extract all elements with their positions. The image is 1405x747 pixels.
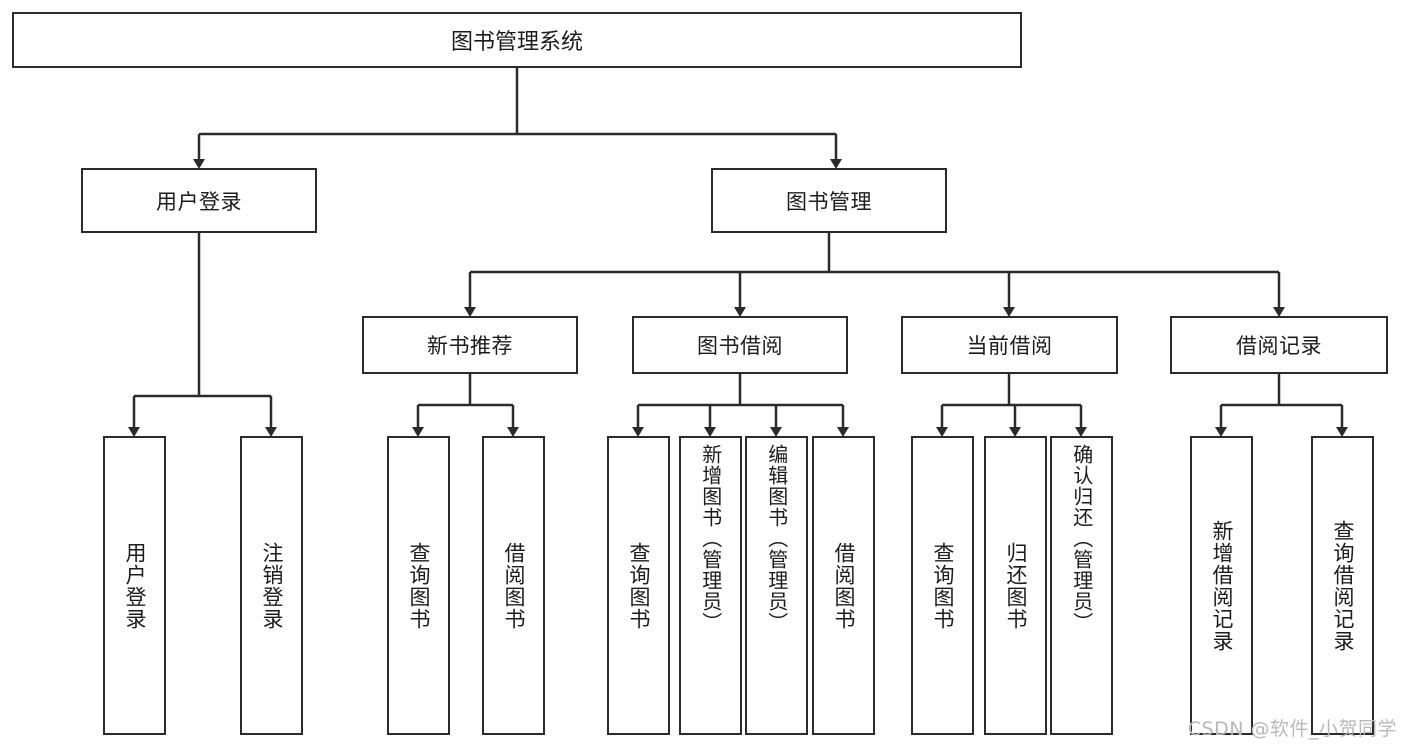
- leaf-query-book-borrow[interactable]: 查询图书: [607, 436, 670, 735]
- node-root[interactable]: 图书管理系统: [12, 12, 1022, 68]
- node-current-borrow[interactable]: 当前借阅: [901, 316, 1118, 374]
- node-root-label: 图书管理系统: [450, 30, 583, 55]
- leaf-edit-book-admin[interactable]: 编辑图书（管理员）: [745, 436, 808, 735]
- node-current-borrow-label: 当前借阅: [966, 334, 1053, 358]
- node-user-login[interactable]: 用户登录: [81, 168, 317, 233]
- leaf-confirm-return-admin-label: 确认归还（管理员）: [1069, 444, 1094, 633]
- leaf-confirm-return-admin[interactable]: 确认归还（管理员）: [1050, 436, 1113, 735]
- leaf-lend-book-label: 借阅图书: [831, 541, 856, 630]
- leaf-borrow-book-newbook-label: 借阅图书: [501, 541, 526, 630]
- node-new-book-recommend-label: 新书推荐: [427, 334, 513, 358]
- leaf-add-book-admin-label: 新增图书（管理员）: [698, 444, 723, 633]
- leaf-add-borrow-record[interactable]: 新增借阅记录: [1190, 436, 1253, 735]
- leaf-query-book-borrow-label: 查询图书: [626, 541, 651, 630]
- node-borrow-record-label: 借阅记录: [1236, 334, 1322, 358]
- leaf-add-borrow-record-label: 新增借阅记录: [1209, 519, 1234, 652]
- leaf-query-book-newbook-label: 查询图书: [406, 541, 431, 630]
- leaf-logout-label: 注销登录: [259, 541, 284, 630]
- leaf-edit-book-admin-label: 编辑图书（管理员）: [764, 444, 789, 633]
- leaf-query-book-current-label: 查询图书: [930, 541, 955, 630]
- leaf-query-book-newbook[interactable]: 查询图书: [387, 436, 450, 735]
- leaf-query-borrow-record-label: 查询借阅记录: [1330, 519, 1355, 652]
- node-book-management[interactable]: 图书管理: [711, 168, 947, 233]
- leaf-lend-book[interactable]: 借阅图书: [812, 436, 875, 735]
- leaf-borrow-book-newbook[interactable]: 借阅图书: [482, 436, 545, 735]
- node-book-borrow-label: 图书借阅: [697, 334, 783, 358]
- leaf-add-book-admin[interactable]: 新增图书（管理员）: [679, 436, 742, 735]
- leaf-user-login-label: 用户登录: [122, 541, 147, 630]
- node-book-borrow[interactable]: 图书借阅: [632, 316, 848, 374]
- leaf-logout[interactable]: 注销登录: [240, 436, 303, 735]
- leaf-user-login[interactable]: 用户登录: [103, 436, 166, 735]
- node-user-login-label: 用户登录: [156, 189, 242, 214]
- leaf-return-book-label: 归还图书: [1003, 541, 1028, 630]
- node-new-book-recommend[interactable]: 新书推荐: [362, 316, 578, 374]
- watermark: CSDN @软件_小贺同学: [1187, 718, 1397, 740]
- node-book-management-label: 图书管理: [786, 189, 872, 214]
- leaf-query-book-current[interactable]: 查询图书: [911, 436, 974, 735]
- node-borrow-record[interactable]: 借阅记录: [1170, 316, 1388, 374]
- leaf-query-borrow-record[interactable]: 查询借阅记录: [1311, 436, 1374, 735]
- leaf-return-book[interactable]: 归还图书: [984, 436, 1047, 735]
